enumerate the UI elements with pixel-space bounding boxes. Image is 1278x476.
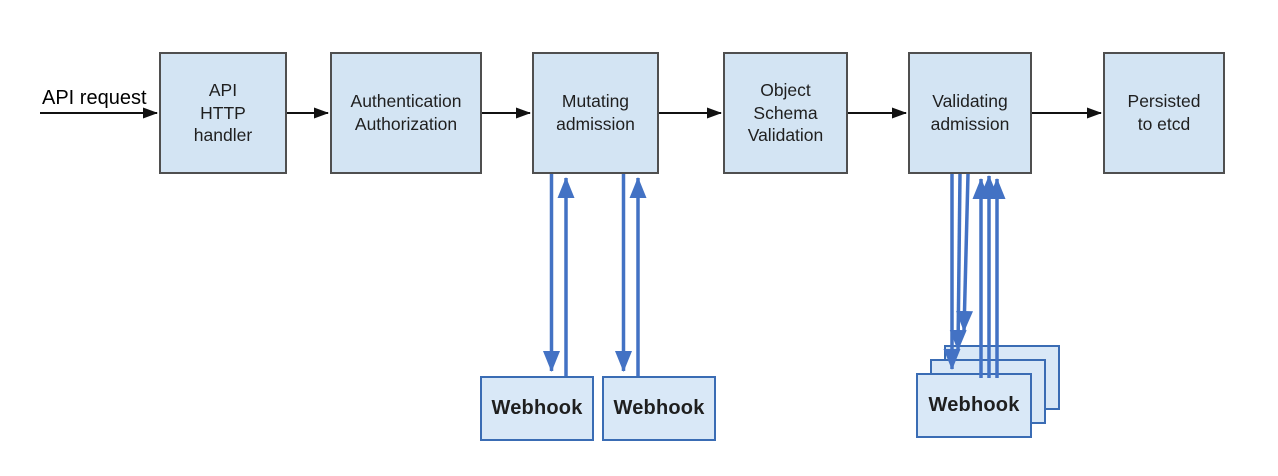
arrow-validating-call-3 bbox=[956, 173, 974, 332]
node-api-http-handler: API HTTP handler bbox=[159, 52, 287, 174]
arrow-validating-call-2 bbox=[949, 173, 967, 351]
node-authentication-authorization: Authentication Authorization bbox=[330, 52, 482, 174]
node-persisted-to-etcd: Persisted to etcd bbox=[1103, 52, 1225, 174]
mutating-webhook-2: Webhook bbox=[602, 376, 716, 441]
mutating-webhook-1: Webhook bbox=[480, 376, 594, 441]
node-object-schema-validation: Object Schema Validation bbox=[723, 52, 848, 174]
node-validating-admission: Validating admission bbox=[908, 52, 1032, 174]
node-mutating-admission: Mutating admission bbox=[532, 52, 659, 174]
validating-webhook: Webhook bbox=[916, 373, 1032, 438]
api-request-label: API request bbox=[42, 87, 147, 109]
